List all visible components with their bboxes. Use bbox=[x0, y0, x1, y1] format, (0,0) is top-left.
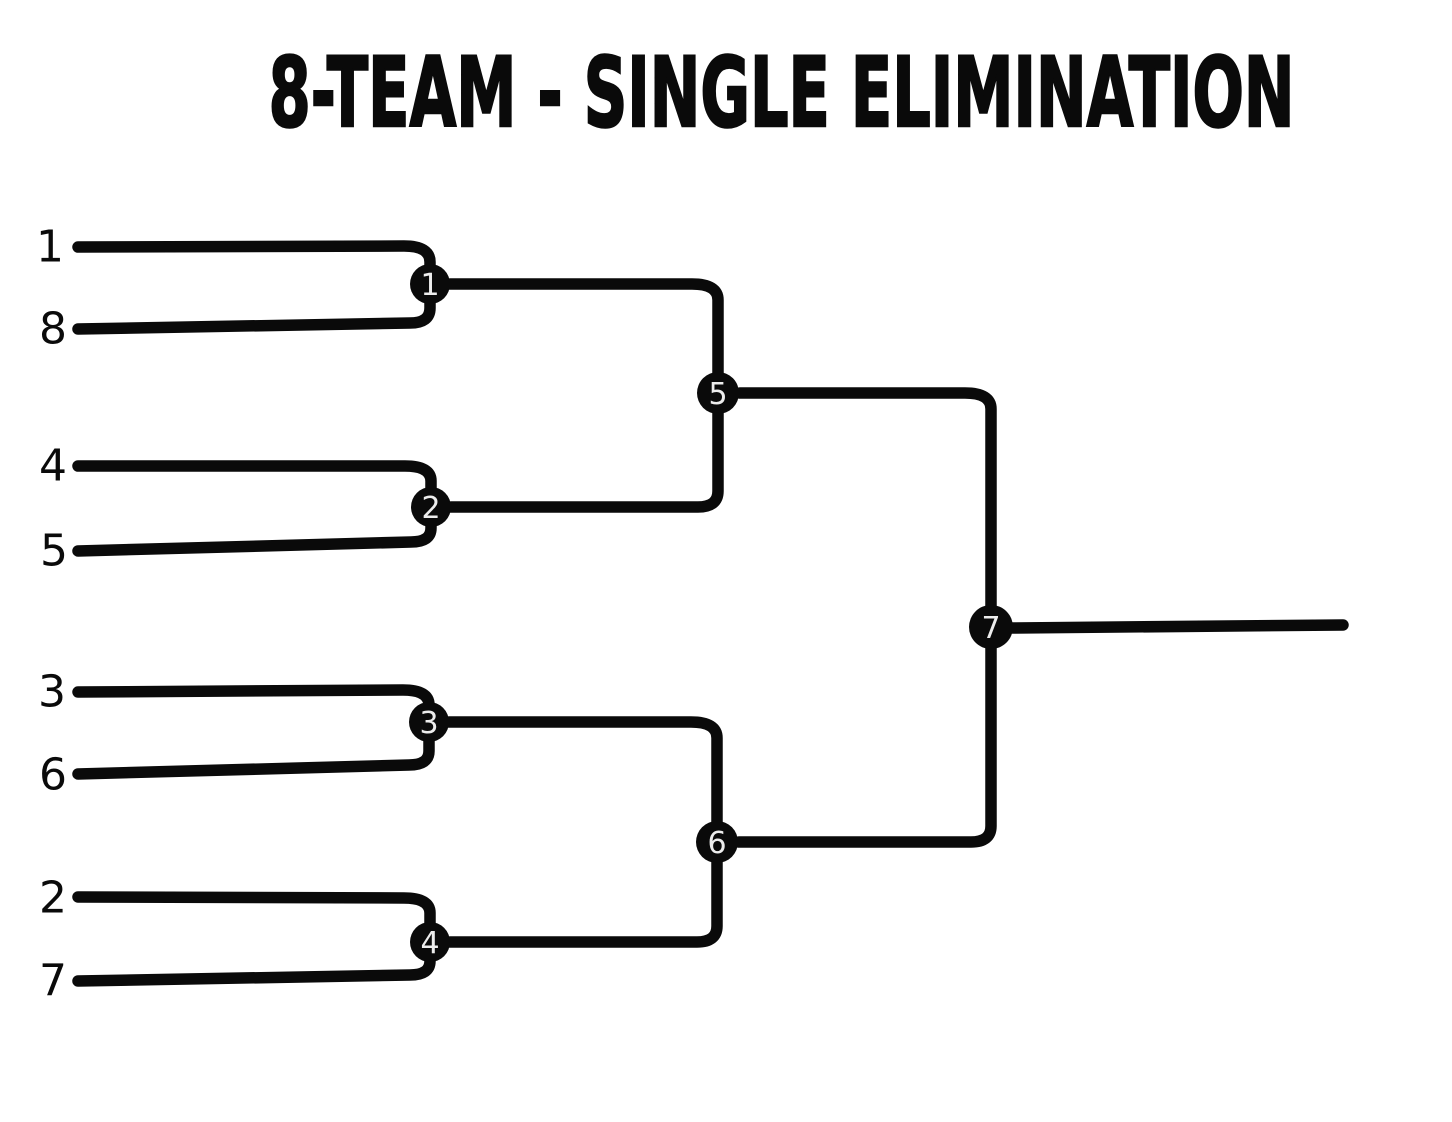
match-4-wire bbox=[72, 891, 436, 987]
match-node-4: 4 bbox=[410, 922, 450, 962]
winner-line bbox=[1006, 619, 1349, 634]
match-7-wire bbox=[733, 387, 997, 848]
match-node-5-circle bbox=[697, 372, 739, 414]
seed-label-1: 1 bbox=[36, 221, 64, 272]
match-node-5-label: 5 bbox=[708, 377, 727, 412]
match-node-6: 6 bbox=[696, 821, 738, 863]
match-node-1-circle bbox=[410, 264, 450, 304]
match-node-6-label: 6 bbox=[707, 826, 726, 861]
match-node-4-circle bbox=[410, 922, 450, 962]
seed-label-3: 3 bbox=[38, 666, 66, 717]
match-node-4-label: 4 bbox=[420, 926, 439, 961]
match-node-1: 1 bbox=[410, 264, 450, 304]
match-node-3-circle bbox=[409, 702, 449, 742]
seed-label-4: 4 bbox=[39, 440, 67, 491]
match-node-2-circle bbox=[411, 487, 451, 527]
match-node-3: 3 bbox=[409, 702, 449, 742]
match-1-wire bbox=[72, 240, 436, 335]
seed-label-7: 7 bbox=[39, 955, 67, 1006]
page-title: 8-TEAM - SINGLE ELIMINATION bbox=[268, 37, 1295, 149]
seed-label-5: 5 bbox=[40, 525, 68, 576]
match-node-1-label: 1 bbox=[420, 268, 439, 303]
match-3-wire bbox=[72, 684, 435, 780]
match-node-3-label: 3 bbox=[419, 706, 438, 741]
seed-label-6: 6 bbox=[39, 749, 67, 800]
match-6-wire bbox=[443, 716, 723, 948]
match-node-7-label: 7 bbox=[981, 611, 1000, 646]
match-node-5: 5 bbox=[697, 372, 739, 414]
seed-label-2: 2 bbox=[39, 872, 67, 923]
seed-label-8: 8 bbox=[39, 303, 67, 354]
match-node-7-circle bbox=[969, 605, 1013, 649]
match-node-6-circle bbox=[696, 821, 738, 863]
match-node-7-final: 7 bbox=[969, 605, 1013, 649]
match-node-2: 2 bbox=[411, 487, 451, 527]
match-node-2-label: 2 bbox=[421, 491, 440, 526]
match-2-wire bbox=[72, 460, 437, 557]
match-5-wire bbox=[444, 278, 724, 513]
